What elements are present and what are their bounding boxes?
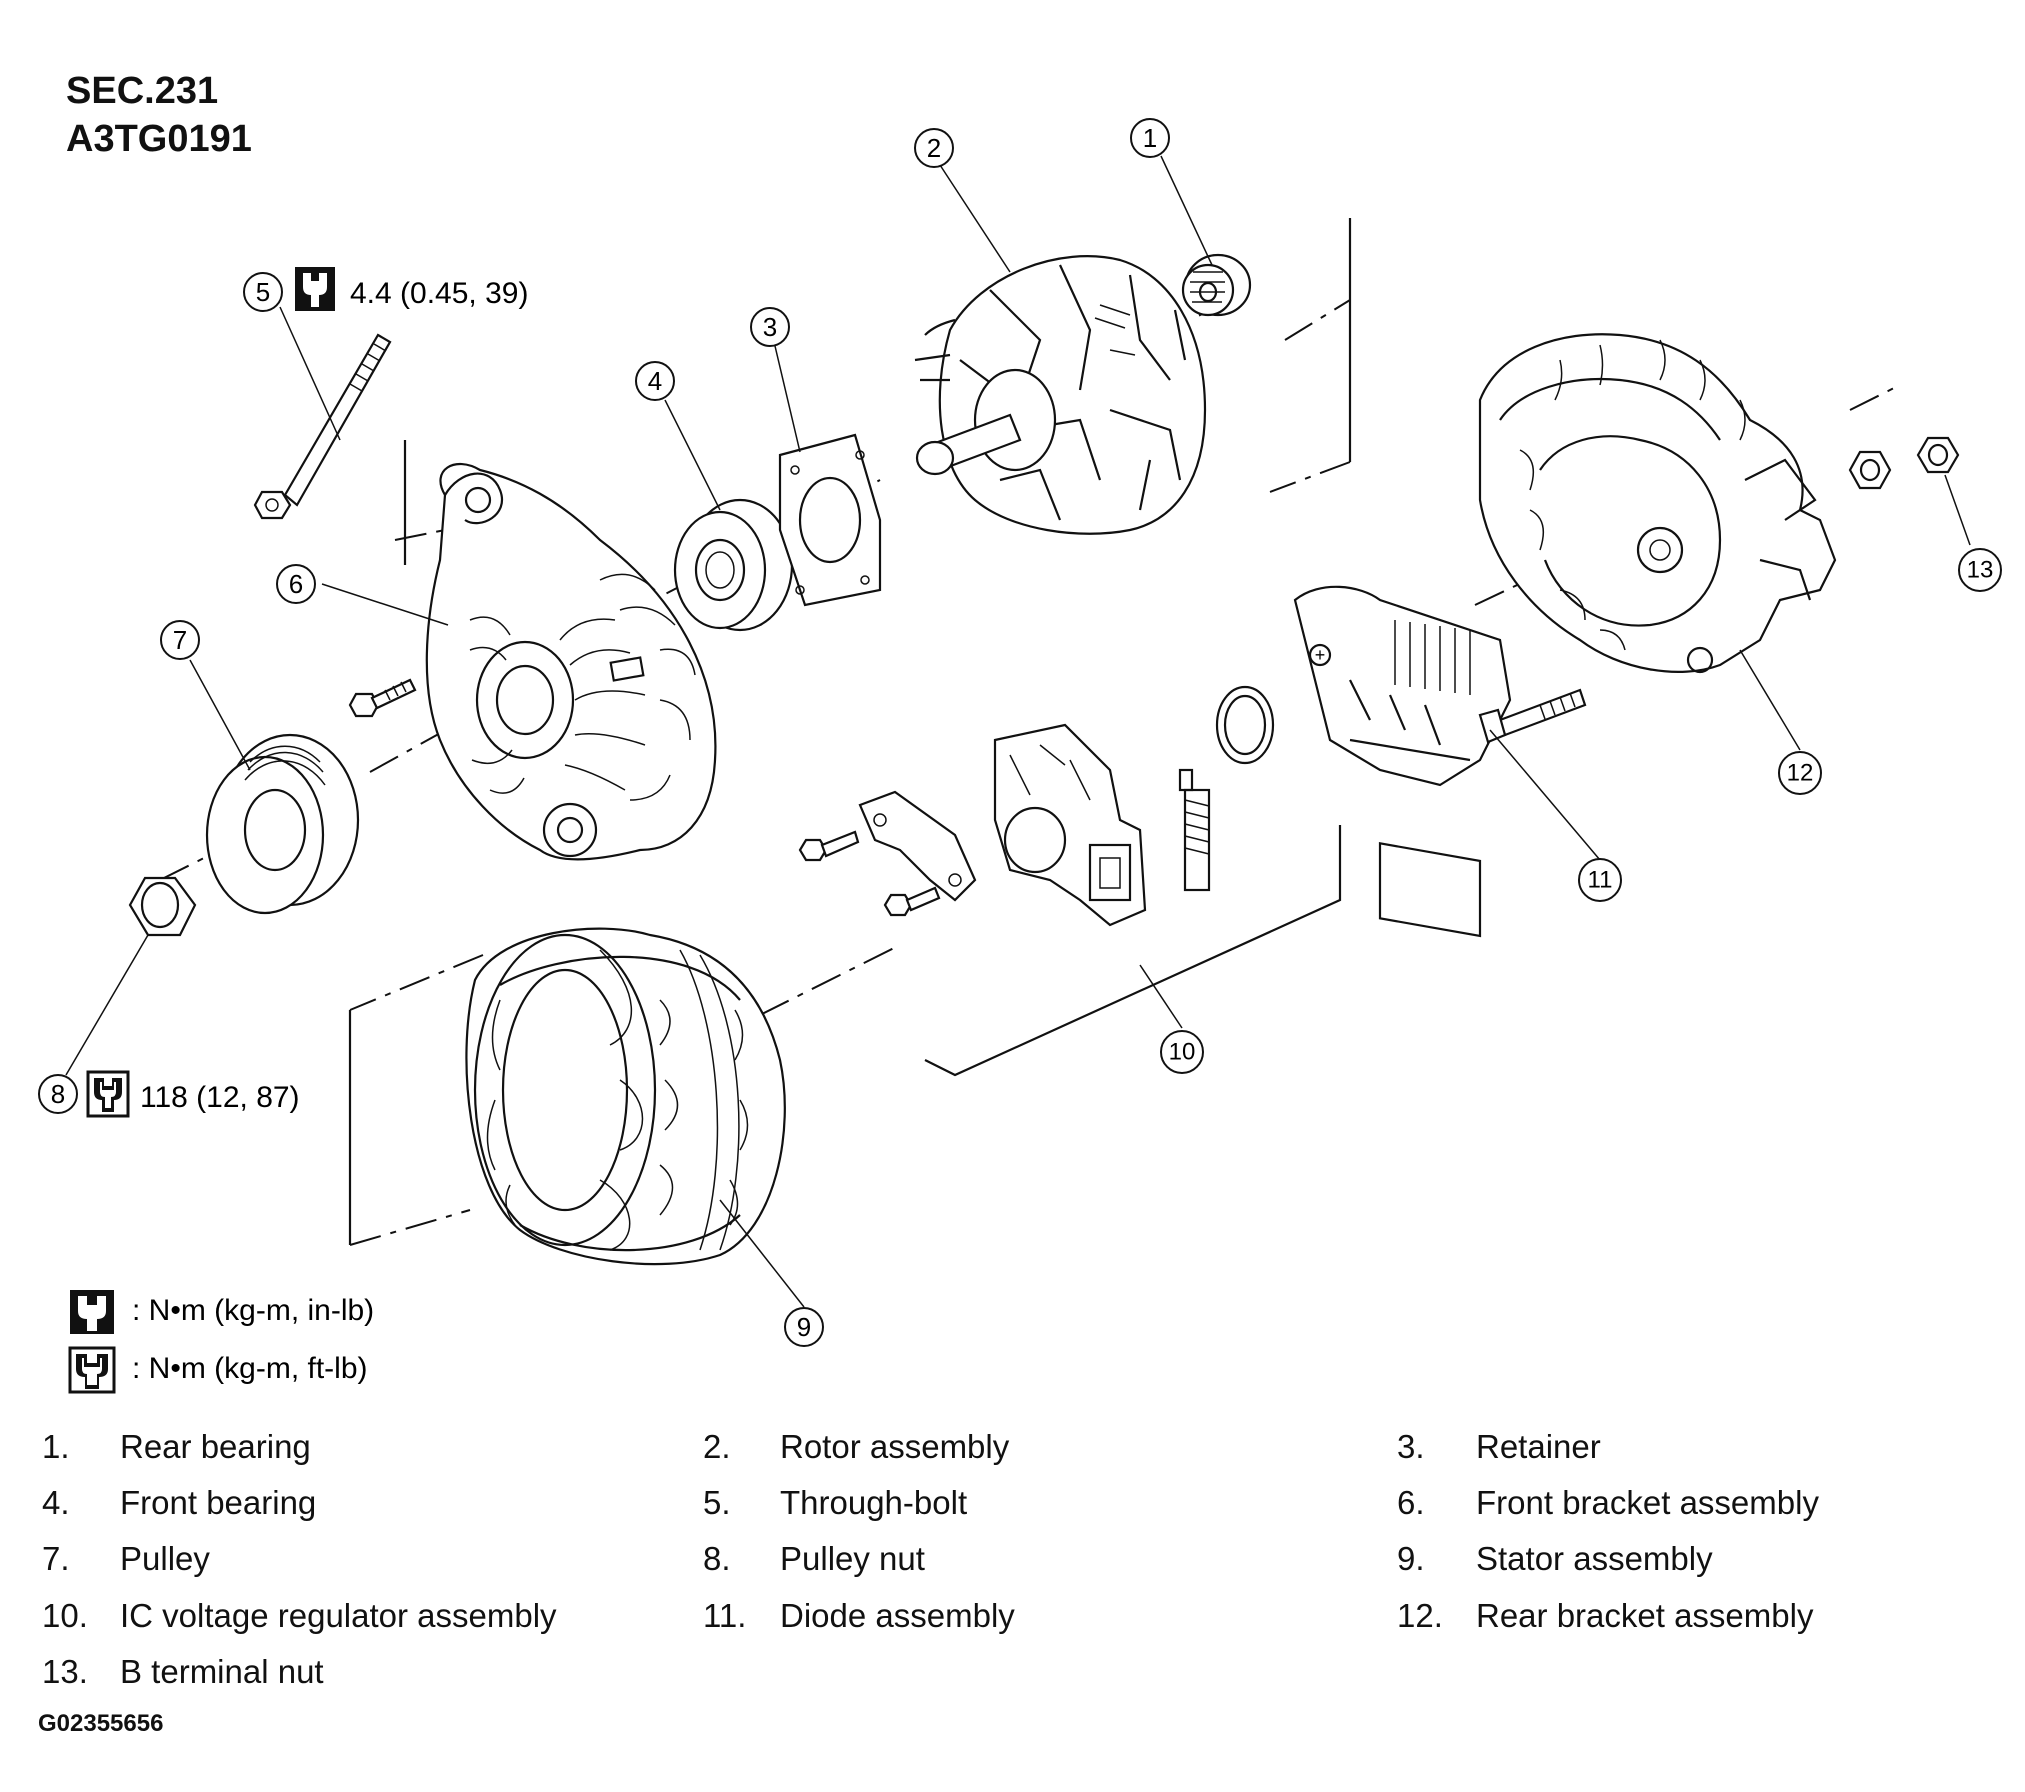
legend-item: Rotor assembly <box>780 1428 1010 1465</box>
svg-text:6: 6 <box>289 569 303 599</box>
legend-num: 7. <box>42 1540 70 1577</box>
svg-text:+: + <box>1315 645 1326 665</box>
callout-2: 2 <box>914 128 954 168</box>
callout-4: 4 <box>635 361 675 401</box>
rotor-assembly <box>914 255 1232 535</box>
callout-13: 13 <box>1958 548 2002 592</box>
legend-num: 13. <box>42 1653 88 1690</box>
torque-wrench-filled-icon <box>295 267 335 311</box>
svg-text:2: 2 <box>927 133 941 163</box>
legend-num: 6. <box>1397 1484 1425 1521</box>
front-bracket-assembly <box>425 462 717 861</box>
legend-item: Rear bracket assembly <box>1476 1597 1814 1634</box>
pulley-nut <box>128 876 197 937</box>
legend-num: 1. <box>42 1428 70 1465</box>
legend-item: Diode assembly <box>780 1597 1015 1634</box>
callout-5: 5 <box>243 272 283 312</box>
torque-key-ft-lb-icon <box>68 1346 116 1394</box>
legend-num: 12. <box>1397 1597 1443 1634</box>
leader-lines <box>65 155 1971 1308</box>
legend-num: 9. <box>1397 1540 1425 1577</box>
rear-bracket-assembly <box>1478 333 1837 674</box>
svg-text:13: 13 <box>1967 557 1994 584</box>
torque-wrench-outline-icon <box>86 1070 130 1118</box>
legend-num: 11. <box>703 1597 747 1634</box>
legend-num: 5. <box>703 1484 731 1521</box>
legend-item: Pulley nut <box>780 1540 925 1577</box>
callout-11: 11 <box>1578 858 1622 902</box>
callout-6: 6 <box>276 564 316 604</box>
callout-3: 3 <box>750 307 790 347</box>
pulley <box>205 733 360 915</box>
torque-key-ft-lb: : N•m (kg-m, ft-lb) <box>132 1352 368 1385</box>
legend-num: 3. <box>1397 1428 1425 1465</box>
legend-item: Retainer <box>1476 1428 1601 1465</box>
legend-num: 8. <box>703 1540 731 1577</box>
callout-10: 10 <box>1160 1030 1204 1074</box>
callout-1: 1 <box>1130 118 1170 158</box>
legend-num: 10. <box>42 1597 88 1634</box>
image-code: G02355656 <box>38 1710 164 1737</box>
callout-9: 9 <box>784 1307 824 1347</box>
svg-text:7: 7 <box>173 625 187 655</box>
svg-text:1: 1 <box>1143 123 1157 153</box>
svg-text:10: 10 <box>1169 1039 1196 1066</box>
svg-text:9: 9 <box>797 1312 811 1342</box>
diode-assembly: + <box>1293 585 1587 938</box>
legend-item: Stator assembly <box>1476 1540 1713 1577</box>
torque-key-in-lb: : N•m (kg-m, in-lb) <box>132 1294 374 1327</box>
through-bolt <box>253 333 392 520</box>
legend-item: B terminal nut <box>120 1653 324 1690</box>
b-terminal-nut <box>1848 436 1960 490</box>
svg-text:4: 4 <box>648 366 662 396</box>
legend-item: Front bracket assembly <box>1476 1484 1819 1521</box>
svg-text:12: 12 <box>1787 760 1814 787</box>
callout-7: 7 <box>160 620 200 660</box>
rear-bearing <box>1181 253 1252 317</box>
legend-item: IC voltage regulator assembly <box>120 1597 557 1634</box>
retainer <box>778 433 882 607</box>
ic-voltage-regulator-assembly <box>798 685 1275 927</box>
legend-num: 4. <box>42 1484 70 1521</box>
figure-id: A3TG0191 <box>66 118 252 160</box>
svg-text:5: 5 <box>256 277 270 307</box>
torque-key-in-lb-icon <box>70 1290 114 1334</box>
front-bearing <box>673 498 794 632</box>
svg-text:8: 8 <box>51 1079 65 1109</box>
callout-12: 12 <box>1778 751 1822 795</box>
through-bolt-torque: 4.4 (0.45, 39) <box>350 277 528 310</box>
bracket-screw <box>348 678 417 718</box>
section-number: SEC.231 <box>66 70 219 112</box>
legend-num: 2. <box>703 1428 731 1465</box>
svg-text:11: 11 <box>1588 867 1613 894</box>
svg-text:3: 3 <box>763 312 777 342</box>
legend-item: Rear bearing <box>120 1428 311 1465</box>
legend-item: Through-bolt <box>780 1484 968 1521</box>
callouts: 1 2 3 4 5 6 7 8 9 10 11 12 13 <box>38 118 2002 1347</box>
legend-item: Front bearing <box>120 1484 317 1521</box>
pulley-nut-torque: 118 (12, 87) <box>140 1081 300 1114</box>
stator-assembly <box>465 927 786 1266</box>
callout-8: 8 <box>38 1074 78 1114</box>
legend-item: Pulley <box>120 1540 210 1577</box>
